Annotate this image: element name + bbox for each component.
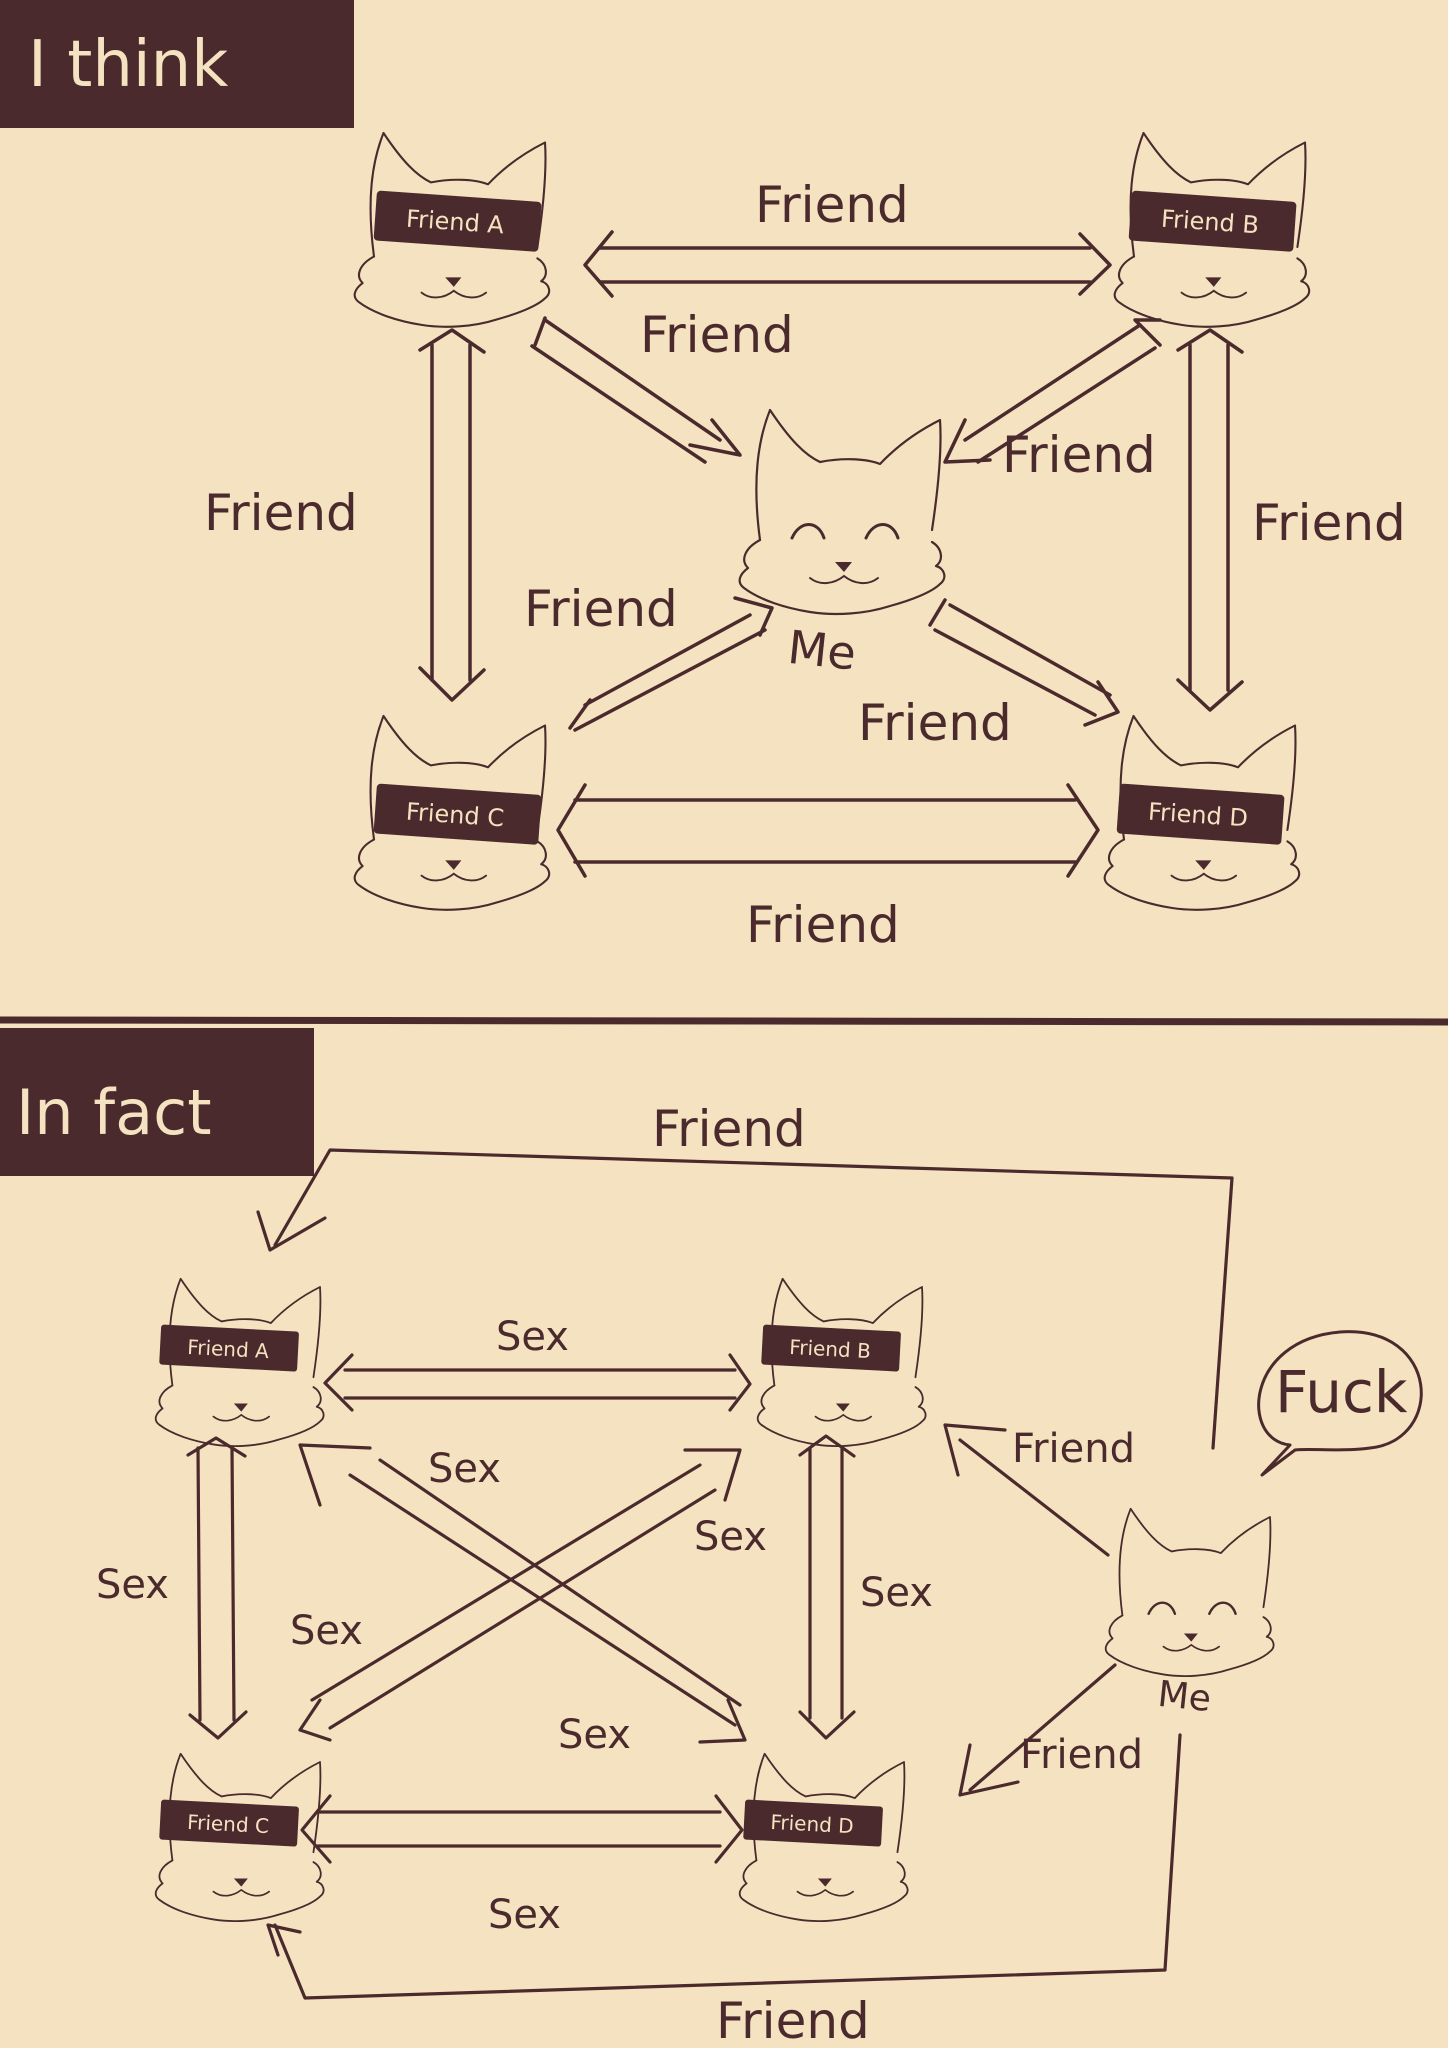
relation-label: Sex	[96, 1562, 169, 1608]
character-tag: Friend D	[1147, 798, 1249, 833]
arrow-a-b	[583, 230, 1112, 298]
panel-in-fact: In fact	[0, 1028, 1423, 2048]
arrow-me-c-bottom	[266, 1733, 1182, 2000]
relation-label: Friend	[1252, 494, 1406, 552]
relation-label: Sex	[860, 1570, 933, 1616]
blindfold	[373, 783, 542, 845]
panel-heading: In fact	[16, 1076, 212, 1149]
character-me: Me	[738, 408, 946, 681]
arrow-b-d	[798, 1434, 856, 1740]
character-tag: Friend D	[770, 1810, 854, 1838]
relation-label: Friend	[524, 580, 678, 638]
character-friend-d: Friend D	[1103, 714, 1301, 911]
blindfold	[159, 1324, 299, 1372]
blindfold	[159, 1799, 299, 1847]
relation-label: Friend	[640, 306, 794, 364]
character-tag: Friend B	[1160, 205, 1260, 240]
arrow-b-d	[1176, 328, 1244, 712]
arrow-me-d	[958, 1663, 1117, 1797]
arrow-a-c	[186, 1436, 248, 1740]
panel-divider	[0, 1016, 1448, 1026]
arrow-c-d	[300, 1794, 744, 1864]
character-friend-b: Friend B	[1113, 131, 1311, 328]
arrows	[418, 230, 1244, 878]
character-tag: Friend C	[405, 798, 505, 833]
relation-label: Sex	[290, 1608, 363, 1654]
arrow-c-me	[568, 596, 774, 732]
panel-heading: I think	[28, 28, 228, 102]
relation-label: Sex	[558, 1712, 631, 1758]
character-tag: Me	[785, 620, 858, 681]
blindfold	[373, 190, 542, 252]
relation-label: Friend	[755, 176, 909, 234]
character-friend-a: Friend A	[154, 1277, 325, 1447]
relation-label: Sex	[428, 1446, 501, 1492]
blindfold	[743, 1799, 883, 1847]
character-friend-a: Friend A	[353, 131, 551, 328]
relation-label: Friend	[746, 896, 900, 954]
speech-bubble: Fuck	[1257, 1330, 1423, 1477]
relation-label: Friend	[1012, 1426, 1135, 1472]
relation-label: Friend	[1020, 1732, 1143, 1778]
character-me: Me	[1104, 1507, 1275, 1720]
relation-label: Sex	[488, 1892, 561, 1938]
arrow-a-b	[323, 1353, 752, 1412]
relation-label: Friend	[858, 694, 1012, 752]
relation-label: Friend	[1002, 426, 1156, 484]
character-tag: Friend B	[789, 1335, 872, 1363]
relation-label: Sex	[496, 1314, 569, 1360]
arrow-a-c	[418, 328, 486, 702]
arrow-a-d	[298, 1443, 747, 1744]
heading-box	[0, 0, 354, 128]
relation-label: Friend	[204, 484, 358, 542]
character-tag: Friend C	[187, 1810, 270, 1838]
character-friend-b: Friend B	[756, 1277, 927, 1447]
arrow-d-me	[928, 598, 1120, 727]
panel-i-think: I think	[0, 0, 1406, 954]
blindfold	[1116, 783, 1285, 845]
character-tag: Friend A	[187, 1335, 270, 1363]
character-friend-d: Friend D	[738, 1752, 909, 1922]
character-tag: Friend A	[405, 205, 505, 240]
arrow-b-me	[943, 318, 1162, 464]
arrow-a-me	[530, 316, 742, 464]
arrow-me-b	[943, 1423, 1110, 1557]
character-tag: Me	[1156, 1674, 1213, 1720]
arrow-me-a-top	[256, 1148, 1234, 1450]
heading-box	[0, 1028, 314, 1176]
character-friend-c: Friend C	[154, 1752, 325, 1922]
arrows	[186, 1148, 1234, 2000]
blindfold	[1128, 190, 1297, 252]
relation-label: Friend	[716, 1992, 870, 2048]
relation-label: Sex	[694, 1514, 767, 1560]
blindfold	[761, 1324, 901, 1372]
speech-text: Fuck	[1275, 1358, 1408, 1426]
character-friend-c: Friend C	[353, 714, 551, 911]
arrow-c-b	[298, 1448, 742, 1742]
arrow-c-d	[556, 783, 1100, 878]
relation-label: Friend	[652, 1100, 806, 1158]
